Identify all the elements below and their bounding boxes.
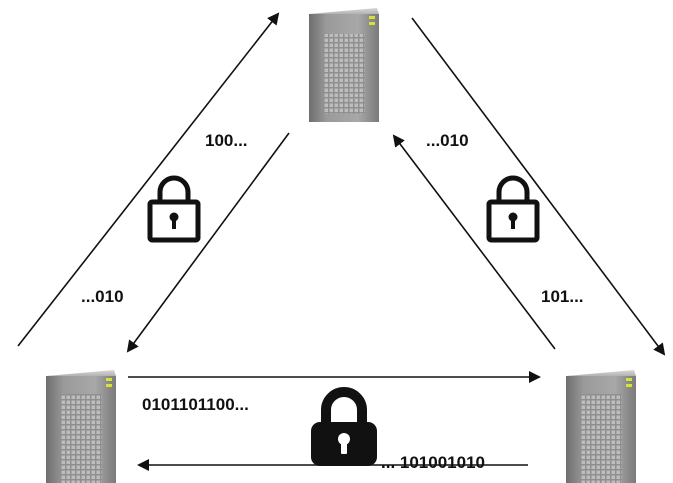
bits-bottom-forward: 0101101100... xyxy=(142,395,249,414)
arrow-right-down xyxy=(411,17,666,356)
bits-right-in: ...010 xyxy=(426,131,469,150)
server-icon xyxy=(309,8,379,122)
arrow-left-down xyxy=(126,132,290,353)
server-icon xyxy=(46,370,116,483)
bits-left-out: ...010 xyxy=(81,287,124,306)
server-icon xyxy=(566,370,636,483)
bits-left-in: 100... xyxy=(205,131,248,150)
bits-bottom-back: ... 101001010 xyxy=(381,453,485,472)
padlock-icon xyxy=(486,175,540,243)
arrow-left-up xyxy=(17,12,280,347)
arrow-right-up xyxy=(392,134,556,350)
padlock-icon xyxy=(311,387,377,466)
padlock-icon xyxy=(147,175,201,243)
bits-right-out: 101... xyxy=(541,287,584,306)
